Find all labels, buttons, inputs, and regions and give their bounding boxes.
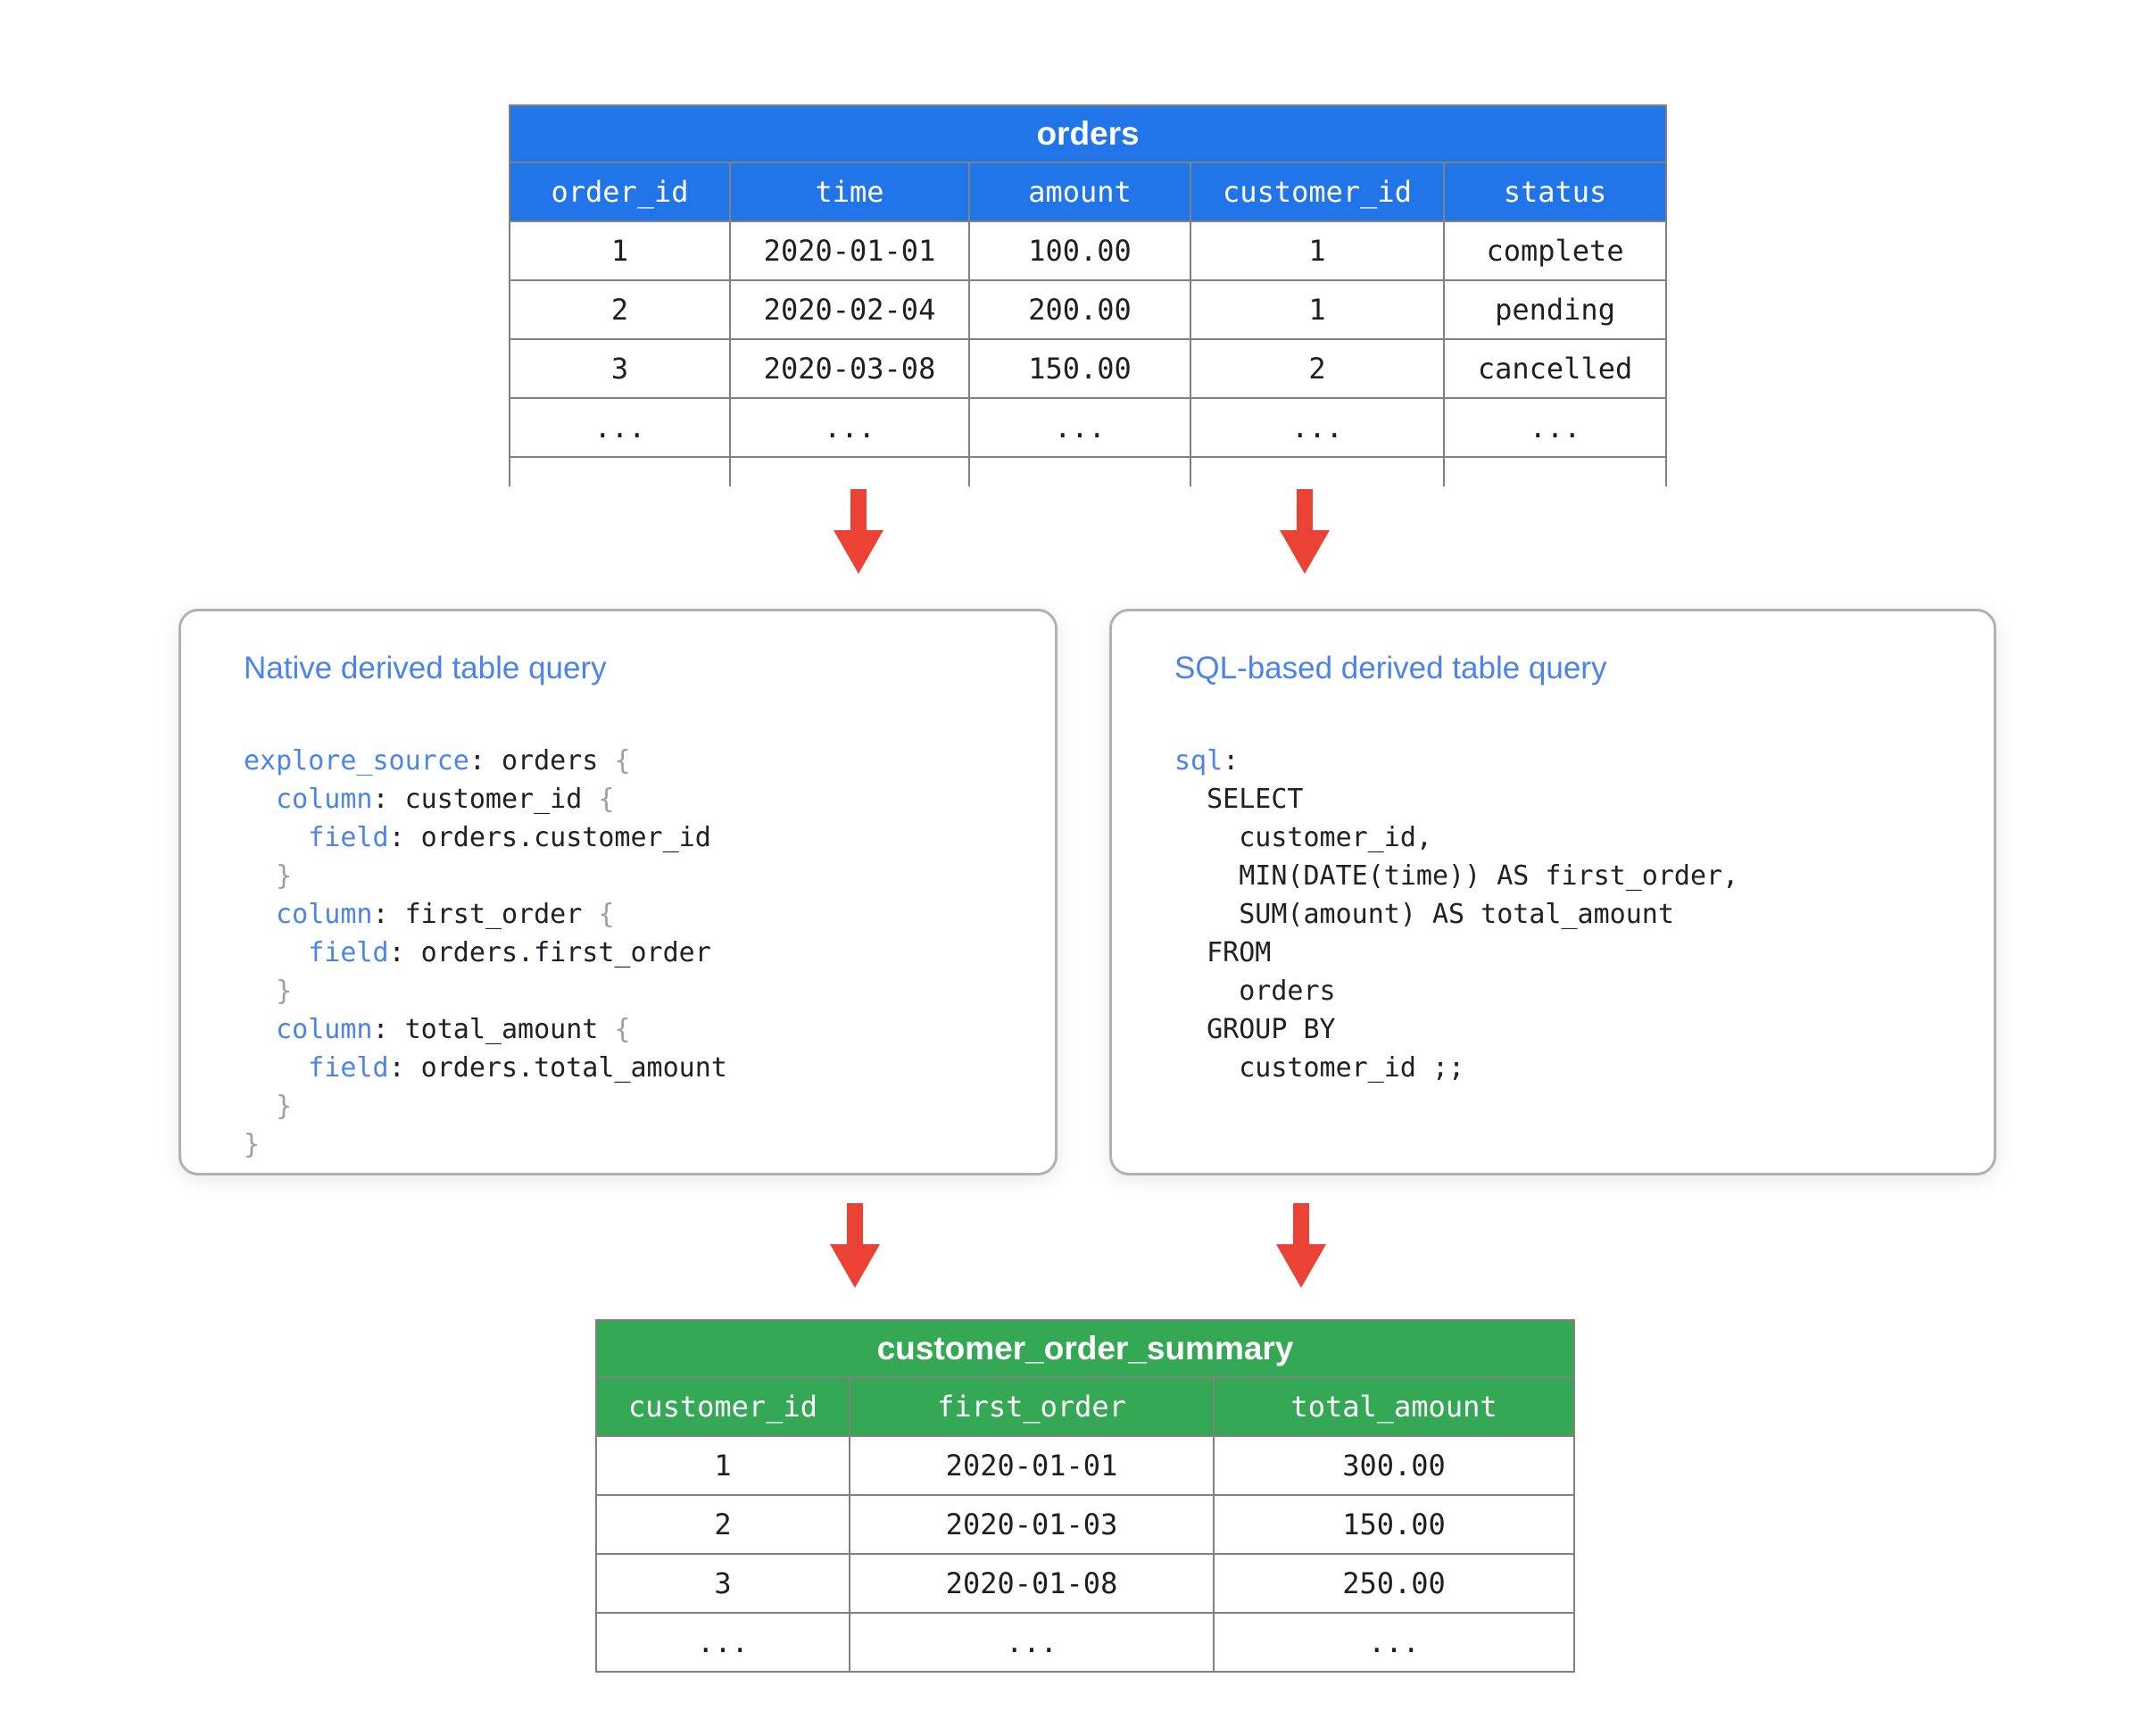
- native-query-box-title: Native derived table query: [244, 651, 607, 685]
- table-cell: 1: [595, 1435, 850, 1496]
- code-line: customer_id,: [1174, 822, 1432, 853]
- code-line: MIN(DATE(time)) AS first_order,: [1174, 860, 1739, 892]
- column-header: first_order: [849, 1376, 1215, 1437]
- down-arrow-icon: [828, 1203, 882, 1289]
- table-cell: ...: [729, 397, 970, 458]
- table-cell: ...: [595, 1612, 850, 1673]
- table-cell: 2: [595, 1494, 850, 1555]
- code-line: sql:: [1174, 745, 1240, 777]
- sql-query-code: sql: SELECT customer_id, MIN(DATE(time))…: [1174, 742, 1931, 1087]
- table-cell: 1: [509, 220, 731, 281]
- down-arrow-icon: [832, 489, 885, 575]
- column-header: order_id: [509, 162, 731, 222]
- table-cell: 2020-03-08: [729, 338, 970, 399]
- code-line: column: customer_id {: [276, 784, 615, 815]
- table-cell: 150.00: [968, 338, 1191, 399]
- table-cell: 3: [595, 1553, 850, 1614]
- code-line: customer_id ;;: [1174, 1052, 1465, 1084]
- table-cell: 2020-01-01: [849, 1435, 1215, 1496]
- table-cell: cancelled: [1442, 338, 1668, 399]
- sql-query-box-title: SQL-based derived table query: [1174, 651, 1607, 685]
- native-derived-table-query-box: Native derived table query explore_sourc…: [178, 609, 1058, 1175]
- table-cell: complete: [1442, 220, 1668, 281]
- down-arrow-icon: [1274, 1203, 1328, 1289]
- table-cell: 3: [509, 338, 731, 399]
- table-cell: 1: [1190, 279, 1445, 340]
- table-cell: ...: [509, 397, 731, 458]
- table-cell: 2020-01-03: [849, 1494, 1215, 1555]
- table-cell: ...: [1190, 397, 1445, 458]
- code-line: FROM: [1174, 937, 1272, 968]
- table-title: customer_order_summary: [595, 1319, 1576, 1378]
- table-cell: 200.00: [968, 279, 1191, 340]
- code-line: }: [244, 976, 293, 1007]
- table-cell: ...: [1212, 1612, 1576, 1673]
- table-cell: ...: [968, 397, 1191, 458]
- code-line: }: [244, 1091, 293, 1122]
- column-header: customer_id: [1190, 162, 1445, 222]
- code-line: field: orders.customer_id: [308, 822, 711, 853]
- code-line: SUM(amount) AS total_amount: [1174, 899, 1674, 930]
- column-header: time: [729, 162, 970, 222]
- table-title: orders: [509, 104, 1668, 163]
- native-query-code: explore_source: orders { column: custome…: [244, 742, 992, 1164]
- table-row: ...............: [509, 397, 1668, 458]
- table-title-row: customer_order_summary: [595, 1319, 1576, 1378]
- table-cell: 100.00: [968, 220, 1191, 281]
- code-line: orders: [1174, 976, 1336, 1007]
- code-line: field: orders.total_amount: [308, 1052, 727, 1084]
- table-cell: 2020-01-01: [729, 220, 970, 281]
- code-line: column: total_amount {: [276, 1014, 631, 1045]
- table-cell: pending: [1442, 279, 1668, 340]
- table-cell: 250.00: [1212, 1553, 1576, 1614]
- table-cell: 1: [1190, 220, 1445, 281]
- table-continuation-row: [509, 456, 1668, 486]
- code-line: field: orders.first_order: [308, 937, 711, 968]
- column-header: amount: [968, 162, 1191, 222]
- table-cell: [509, 456, 731, 486]
- table-title-row: orders: [509, 104, 1668, 163]
- column-header: total_amount: [1212, 1376, 1576, 1437]
- code-line: column: first_order {: [276, 899, 615, 930]
- code-line: }: [244, 860, 293, 892]
- table-cell: [729, 456, 970, 486]
- code-line: }: [244, 1129, 261, 1160]
- column-header: customer_id: [595, 1376, 850, 1437]
- table-cell: 2020-01-08: [849, 1553, 1215, 1614]
- code-line: SELECT: [1174, 784, 1304, 815]
- table-cell: [1442, 456, 1668, 486]
- table-cell: 300.00: [1212, 1435, 1576, 1496]
- sql-derived-table-query-box: SQL-based derived table query sql: SELEC…: [1109, 609, 1996, 1175]
- table-cell: [1190, 456, 1445, 486]
- table-cell: 2: [1190, 338, 1445, 399]
- code-line: explore_source: orders {: [244, 745, 631, 777]
- table-row: .........: [595, 1612, 1576, 1673]
- down-arrow-icon: [1278, 489, 1331, 575]
- table-cell: ...: [849, 1612, 1215, 1673]
- table-cell: ...: [1442, 397, 1668, 458]
- code-line: GROUP BY: [1174, 1014, 1336, 1045]
- column-header: status: [1442, 162, 1668, 222]
- table-cell: 2020-02-04: [729, 279, 970, 340]
- table-cell: [968, 456, 1191, 486]
- table-cell: 2: [509, 279, 731, 340]
- table-cell: 150.00: [1212, 1494, 1576, 1555]
